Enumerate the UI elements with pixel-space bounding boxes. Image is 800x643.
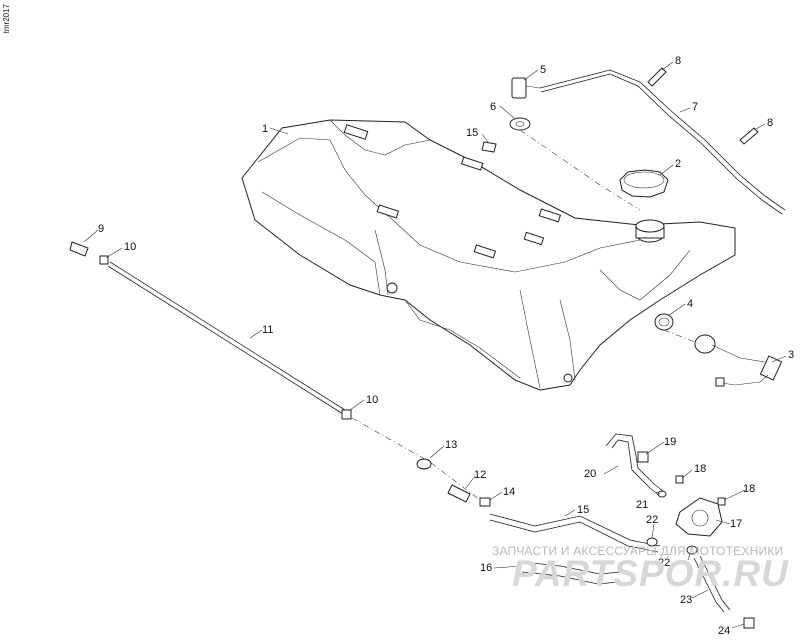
hose-23 — [693, 555, 731, 613]
callout-3: 3 — [788, 349, 794, 361]
ring-21 — [657, 490, 667, 498]
callout-22-upper: 22 — [646, 514, 658, 526]
callout-14: 14 — [503, 486, 515, 498]
washer-13 — [416, 458, 432, 470]
callout-4: 4 — [687, 298, 693, 310]
callout-13: 13 — [445, 439, 457, 451]
fuel-tank — [241, 119, 736, 391]
callout-15-upper: 15 — [466, 127, 478, 139]
callout-18-upper: 18 — [694, 463, 706, 475]
callout-2: 2 — [675, 158, 681, 170]
callout-8-upper: 8 — [675, 55, 681, 67]
callout-18-lower: 18 — [743, 483, 755, 495]
drawing-code: tmr2017 — [2, 4, 11, 34]
callout-17: 17 — [730, 518, 742, 530]
callout-16: 16 — [480, 562, 492, 574]
clamp-22b — [686, 545, 698, 555]
callout-10-lower: 10 — [366, 394, 378, 406]
callout-10-upper: 10 — [124, 241, 136, 253]
clamp-24 — [743, 617, 755, 629]
clip-upper — [481, 141, 497, 153]
callout-21: 21 — [636, 499, 648, 511]
callout-1: 1 — [262, 123, 268, 135]
clamp-14 — [479, 497, 491, 507]
callout-23: 23 — [680, 594, 692, 606]
grommet — [654, 313, 674, 331]
clamp-19 — [637, 451, 649, 463]
callout-9: 9 — [98, 223, 104, 235]
fuel-pump-17 — [675, 497, 723, 537]
callout-19: 19 — [664, 436, 676, 448]
nut-10-upper — [99, 255, 109, 265]
callout-8-lower: 8 — [767, 117, 773, 129]
nut-10-lower — [341, 409, 352, 420]
callout-24: 24 — [718, 625, 730, 637]
vent-hose — [539, 69, 786, 215]
callout-22-lower: 22 — [658, 557, 670, 569]
fuel-sender — [694, 334, 783, 387]
callout-7: 7 — [692, 101, 698, 113]
leader-lines — [83, 61, 787, 629]
fitting-12 — [447, 484, 471, 503]
fitting-9 — [69, 241, 89, 257]
callout-labels: 1 2 3 4 5 6 7 8 8 9 10 10 11 12 13 14 15… — [98, 55, 794, 637]
callout-11: 11 — [262, 324, 273, 336]
vent-valve — [511, 77, 541, 99]
callout-6: 6 — [490, 101, 496, 113]
callout-15-lower: 15 — [577, 504, 589, 516]
hose-20 — [605, 433, 665, 497]
hose-16 — [521, 561, 621, 585]
hose-clamp-upper — [647, 67, 667, 87]
watermark-logo: PARTSPOR.RU — [512, 553, 789, 594]
hose-clamp-lower — [739, 127, 759, 145]
nut-18-upper — [675, 475, 684, 484]
watermark-tagline: ЗАПЧАСТИ И АКСЕССУАРЫ ДЛЯ МОТОТЕХНИКИ — [492, 544, 784, 558]
nut-18-lower — [717, 497, 726, 506]
rod-11 — [107, 261, 346, 415]
filler-cap — [619, 169, 669, 198]
callout-5: 5 — [540, 64, 546, 76]
hose-15 — [489, 513, 661, 553]
callout-20: 20 — [584, 468, 596, 480]
vent-gasket — [509, 117, 531, 131]
callout-12: 12 — [474, 469, 486, 481]
